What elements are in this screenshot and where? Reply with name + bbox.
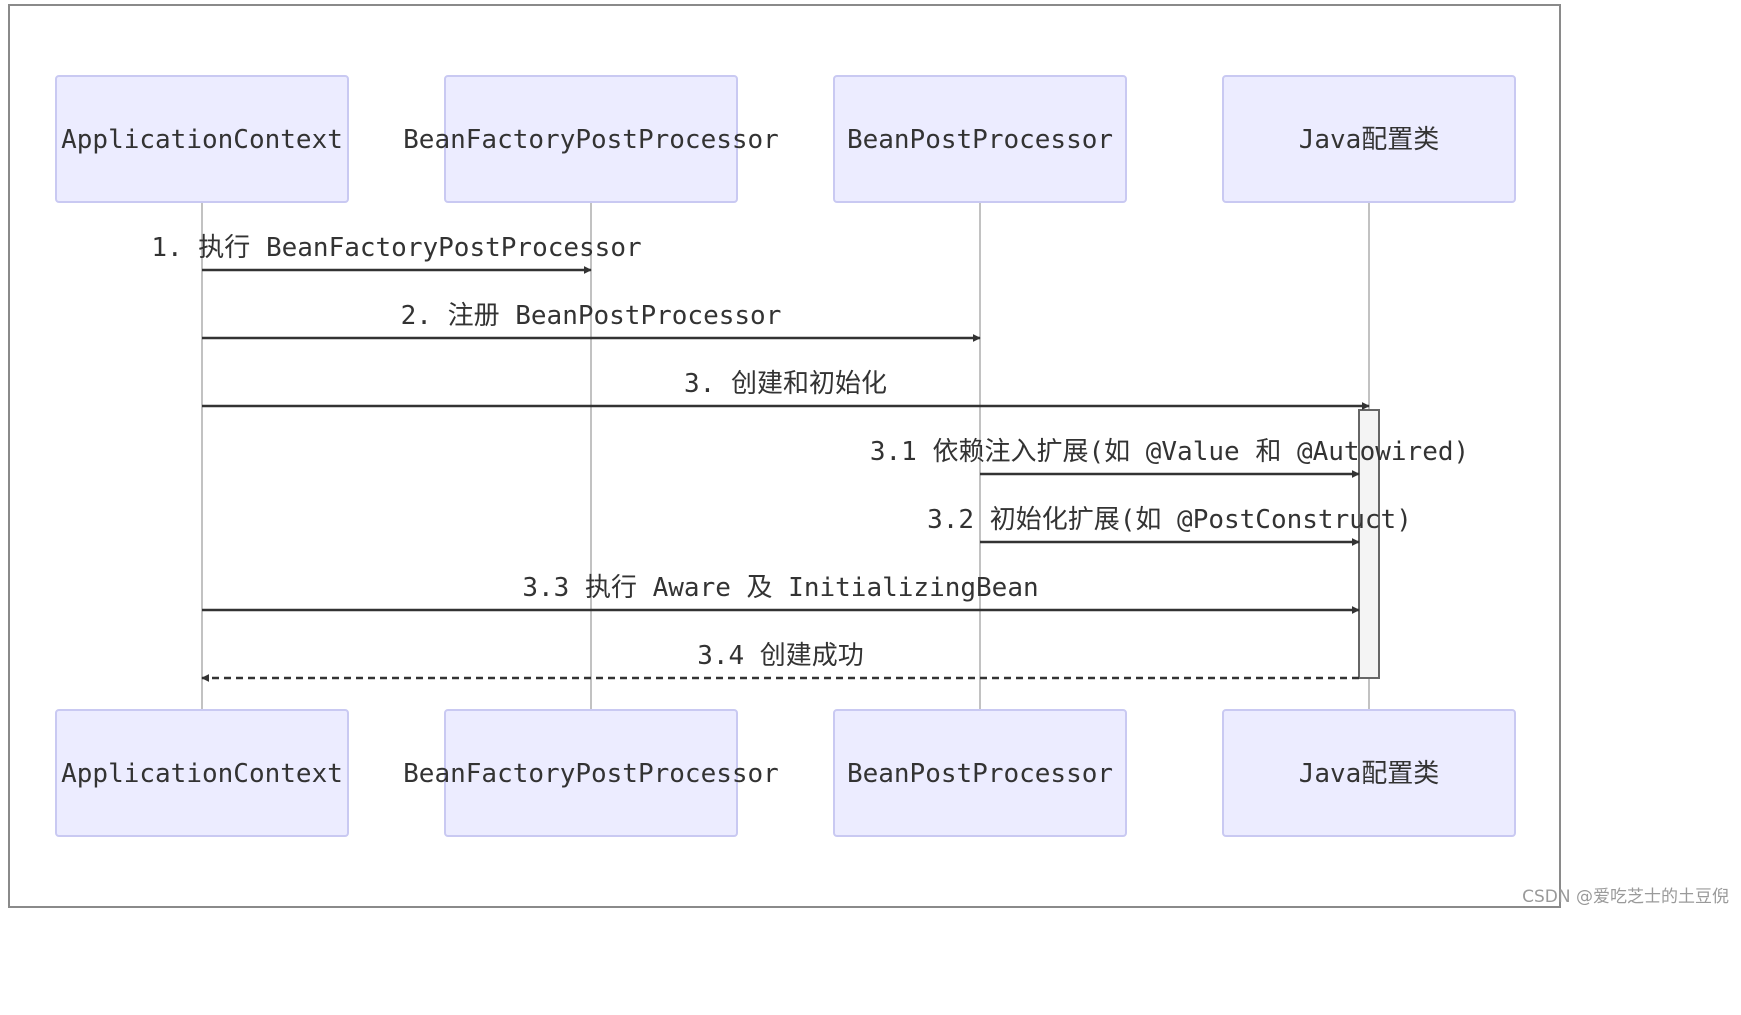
message-label: 1. 执行 BeanFactoryPostProcessor	[151, 233, 641, 263]
participant-label: BeanFactoryPostProcessor	[403, 125, 779, 155]
participant-box	[1222, 709, 1516, 837]
message-5: 3.2 初始化扩展(如 @PostConstruct)	[927, 505, 1412, 546]
watermark: CSDN @爱吃芝士的土豆倪	[1522, 887, 1729, 907]
participant-label: Java配置类	[1299, 125, 1440, 155]
message-label: 2. 注册 BeanPostProcessor	[401, 301, 782, 331]
message-label: 3. 创建和初始化	[684, 369, 887, 399]
participant-box	[444, 75, 738, 203]
participant-box	[833, 75, 1127, 203]
participant-box	[55, 75, 349, 203]
participants-bottom: ApplicationContext BeanFactoryPostProcess…	[55, 709, 1516, 837]
participant-label: Java配置类	[1299, 759, 1440, 789]
message-7: 3.4 创建成功	[201, 641, 1359, 682]
participant-box	[833, 709, 1127, 837]
participant-box	[444, 709, 738, 837]
message-1: 1. 执行 BeanFactoryPostProcessor	[151, 233, 642, 274]
message-label: 3.3 执行 Aware 及 InitializingBean	[522, 573, 1038, 603]
message-4: 3.1 依赖注入扩展(如 @Value 和 @Autowired)	[870, 437, 1469, 478]
participant-label: BeanPostProcessor	[847, 759, 1113, 789]
message-3: 3. 创建和初始化	[202, 369, 1370, 410]
participant-ctx-top: ApplicationContext	[55, 75, 349, 203]
participant-box	[55, 709, 349, 837]
participant-label: ApplicationContext	[61, 759, 343, 789]
participant-bfpp-top: BeanFactoryPostProcessor	[403, 75, 779, 203]
participant-label: BeanFactoryPostProcessor	[403, 759, 779, 789]
message-6: 3.3 执行 Aware 及 InitializingBean	[202, 573, 1360, 614]
participants-top: ApplicationContext BeanFactoryPostProcess…	[55, 75, 1516, 203]
participant-bpp-top: BeanPostProcessor	[833, 75, 1127, 203]
message-2: 2. 注册 BeanPostProcessor	[202, 301, 981, 342]
participant-ctx-bottom: ApplicationContext	[55, 709, 349, 837]
participant-cfg-bottom: Java配置类	[1222, 709, 1516, 837]
participant-bpp-bottom: BeanPostProcessor	[833, 709, 1127, 837]
message-label: 3.4 创建成功	[697, 641, 864, 671]
messages: 1. 执行 BeanFactoryPostProcessor 2. 注册 Bean…	[151, 233, 1469, 682]
participant-label: ApplicationContext	[61, 125, 343, 155]
participant-box	[1222, 75, 1516, 203]
message-label: 3.1 依赖注入扩展(如 @Value 和 @Autowired)	[870, 437, 1469, 467]
participant-label: BeanPostProcessor	[847, 125, 1113, 155]
message-label: 3.2 初始化扩展(如 @PostConstruct)	[927, 505, 1412, 535]
participant-bfpp-bottom: BeanFactoryPostProcessor	[403, 709, 779, 837]
participant-cfg-top: Java配置类	[1222, 75, 1516, 203]
